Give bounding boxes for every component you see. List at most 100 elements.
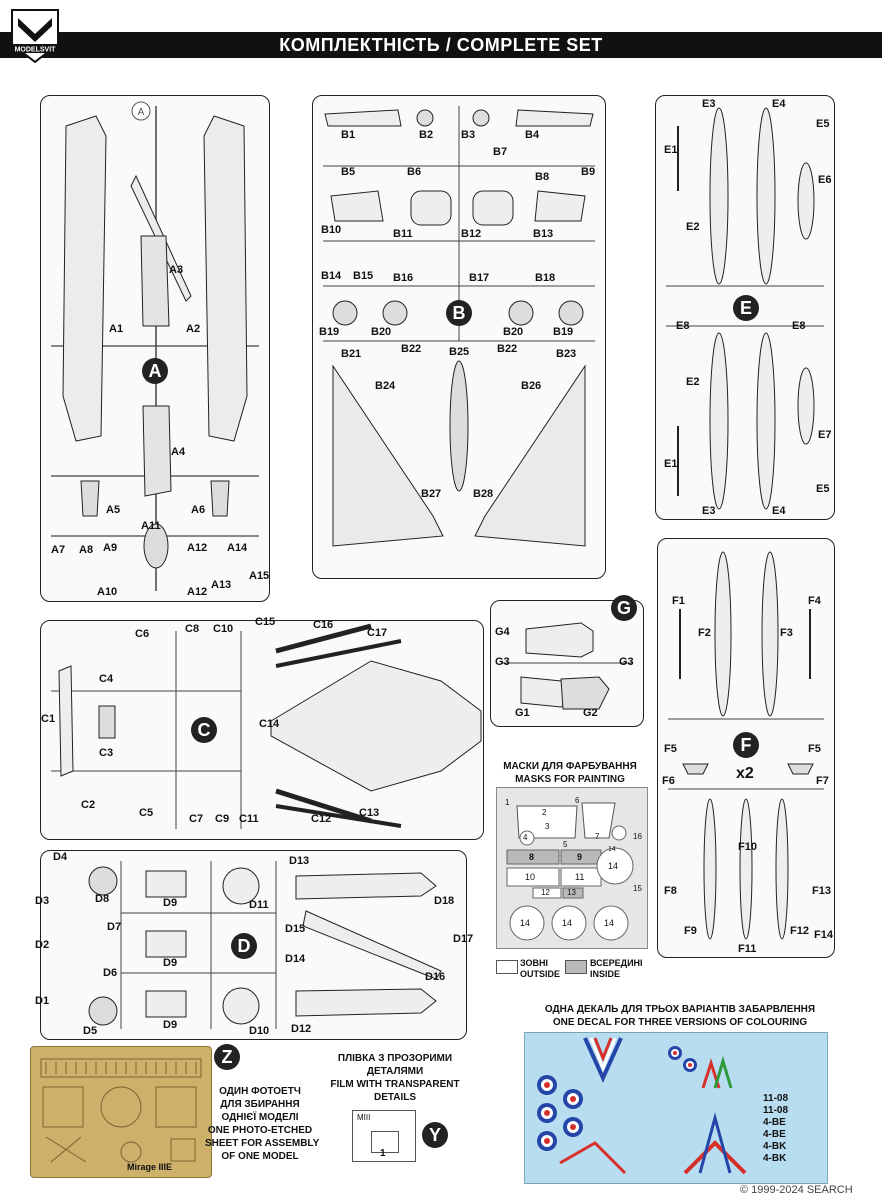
part-label: A9: [103, 542, 118, 554]
part-label: B13: [533, 228, 554, 240]
sprue-b-drawing: [323, 106, 595, 547]
part-label: A14: [227, 542, 248, 554]
masks-title-ua: МАСКИ ДЛЯ ФАРБУВАННЯ: [503, 761, 637, 772]
masks-title-en: MASKS FOR PAINTING: [515, 774, 625, 785]
logo-text: MODELSVIT: [15, 47, 57, 54]
part-label: E1: [664, 144, 678, 156]
part-label: B6: [407, 166, 422, 178]
photoetch-drawing: [40, 1058, 202, 1163]
part-label: B5: [341, 166, 356, 178]
part-label: G4: [495, 626, 510, 638]
part-label: G3: [619, 656, 634, 668]
mask-number: 10: [525, 872, 536, 882]
part-label: C13: [359, 807, 380, 819]
part-label: B7: [493, 146, 508, 158]
mask-number: 14: [520, 918, 531, 928]
part-label: B28: [473, 488, 494, 500]
part-label: C4: [99, 673, 114, 685]
part-label: C10: [213, 623, 234, 635]
mask-number: 2: [542, 808, 547, 817]
photoetch-plate-label: Mirage IIIE: [127, 1162, 173, 1172]
mask-number: 11: [575, 872, 585, 882]
part-label: A12: [187, 586, 208, 598]
mask-number: 15: [633, 884, 642, 893]
sprue-a-corner-letter: A: [138, 107, 145, 118]
part-label: C5: [139, 807, 154, 819]
part-label: D13: [289, 855, 310, 867]
part-label: D9: [163, 1019, 178, 1031]
part-label: D4: [53, 851, 68, 863]
part-label: B27: [421, 488, 442, 500]
page-title: КОМПЛЕКТНІСТЬ / COMPLETE SET: [279, 35, 603, 55]
part-label: F5: [808, 743, 821, 755]
part-label: C3: [99, 747, 114, 759]
mask-number: 4: [523, 833, 528, 842]
part-label: C11: [239, 813, 259, 825]
sprue-c-drawing: [51, 623, 482, 829]
sprue-d-drawing: [88, 861, 442, 1029]
part-label: C16: [313, 619, 334, 631]
part-label: B1: [341, 129, 356, 141]
part-label: E6: [818, 174, 832, 186]
decal-drawing: [537, 1037, 747, 1175]
part-label: F12: [790, 925, 809, 937]
part-label: B11: [393, 228, 413, 240]
part-label: D5: [83, 1025, 98, 1037]
part-label: A7: [51, 544, 66, 556]
part-label: A15: [249, 570, 270, 582]
part-label: E7: [818, 429, 832, 441]
part-label: D7: [107, 921, 122, 933]
part-label: C9: [215, 813, 230, 825]
legend-inside-swatch: [565, 960, 587, 974]
part-label: B23: [556, 348, 577, 360]
sprue-f-drawing: [668, 551, 824, 940]
decal-title-en: ONE DECAL FOR THREE VERSIONS OF COLOURIN…: [552, 1017, 808, 1028]
part-label: B3: [461, 129, 476, 141]
part-label: C6: [135, 628, 150, 640]
sprue-d: D D4 D3 D2 D1 D5 D6 D7 D8 D9 D9 D9 D10 D…: [35, 850, 473, 1040]
part-label: C12: [311, 813, 332, 825]
part-label: F11: [738, 943, 757, 955]
mask-number: 14: [608, 861, 619, 871]
part-label: B16: [393, 272, 414, 284]
modelsvit-logo: MODELSVIT: [10, 9, 60, 64]
part-label: F8: [664, 885, 677, 897]
sprue-c-badge: C: [191, 717, 217, 743]
part-label: D14: [285, 953, 306, 965]
part-label: D8: [95, 893, 110, 905]
part-label: F9: [684, 925, 697, 937]
part-label: B4: [525, 129, 540, 141]
sprue-a-drawing: A: [51, 101, 259, 591]
part-label: B2: [419, 129, 434, 141]
part-label: B19: [319, 326, 340, 338]
part-label: E5: [816, 483, 830, 495]
mask-number: 5: [563, 840, 568, 849]
part-label: B18: [535, 272, 556, 284]
part-label: C14: [259, 718, 280, 730]
sprue-b: B B1 B2 B3 B4 B5 B6 B7 B8 B9 B10 B11 B12…: [312, 95, 606, 579]
part-label: C8: [185, 623, 200, 635]
part-label: D2: [35, 939, 50, 951]
part-label: A13: [211, 579, 232, 591]
part-label: B22: [497, 343, 518, 355]
part-label: E5: [816, 118, 830, 130]
sprue-g-badge: G: [611, 595, 637, 621]
part-label: D10: [249, 1025, 270, 1037]
part-label: B15: [353, 270, 374, 282]
part-label: D9: [163, 957, 178, 969]
part-label: B9: [581, 166, 596, 178]
clear-film-label: MIII: [357, 1113, 371, 1122]
mask-number: 14: [608, 846, 616, 853]
clear-parts-badge: Y: [422, 1122, 448, 1148]
part-label: E4: [772, 505, 786, 517]
watermark: © 1999-2024 SEARCH: [740, 1184, 853, 1196]
part-label: D16: [425, 971, 446, 983]
part-label: D3: [35, 895, 50, 907]
decal-sheet: 11-08 11-08 4-BE 4-BE 4-BK 4-BK: [524, 1032, 828, 1184]
part-label: E1: [664, 458, 678, 470]
mask-number: 12: [541, 888, 550, 897]
part-label: G3: [495, 656, 510, 668]
part-label: C17: [367, 627, 388, 639]
part-label: D9: [163, 897, 178, 909]
part-label: A5: [106, 504, 121, 516]
